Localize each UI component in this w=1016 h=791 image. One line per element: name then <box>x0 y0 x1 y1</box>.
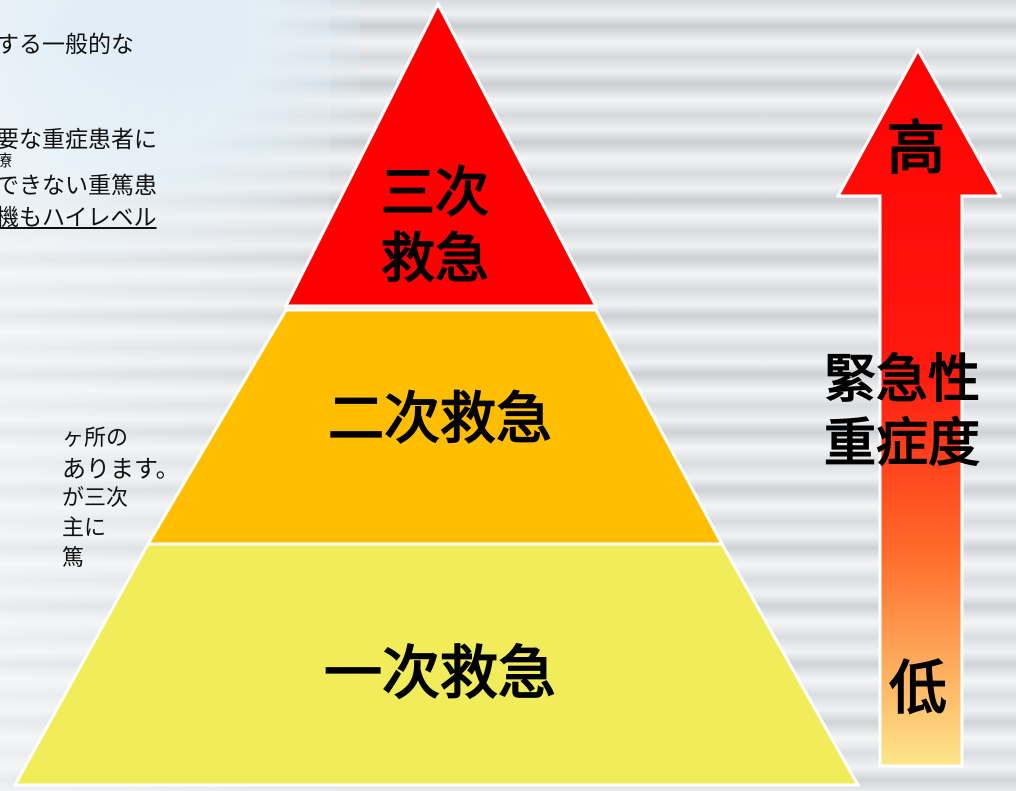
pyramid-tier-3 <box>283 0 599 308</box>
description-paragraph-1: する一般的な <box>0 30 134 61</box>
tier-3-label-line-2: 救急 <box>381 227 489 290</box>
tier-2-label: 二次救急 <box>328 387 552 452</box>
arrow-middle-label-line-1: 緊急性 <box>824 350 981 410</box>
tier-3-label-line-1: 三次 <box>381 161 489 224</box>
text-line-underlined: 機もハイレベル <box>0 205 157 231</box>
text-line: が三次 <box>62 486 129 511</box>
pyramid-tier-2 <box>145 308 725 546</box>
text-line: ヶ所の <box>62 426 129 451</box>
text-line: する一般的な <box>0 32 134 58</box>
tier-1-label: 一次救急 <box>323 639 556 707</box>
arrow-high-label: 高 <box>887 114 946 182</box>
text-line: 主に <box>62 516 107 541</box>
arrow-middle-label-line-2: 重症度 <box>824 414 981 474</box>
tier-3-label: 三次 救急 <box>360 160 510 292</box>
text-line: 療 <box>0 151 13 170</box>
arrow-low-label: 低 <box>889 654 948 722</box>
arrow-middle-label: 緊急性 重症度 <box>824 348 980 476</box>
description-paragraph-2: ヶ所の あります。 が三次 主に 篤 <box>62 424 180 574</box>
text-line: 篤 <box>62 546 85 571</box>
text-line: 要な重症患者に <box>0 127 157 153</box>
description-paragraph-1b: 要な重症患者に 療 できない重篤患 機もハイレベル <box>0 126 157 232</box>
text-line: あります。 <box>62 455 180 483</box>
arrow-shape <box>835 46 1003 768</box>
text-line: できない重篤患 <box>0 173 157 199</box>
